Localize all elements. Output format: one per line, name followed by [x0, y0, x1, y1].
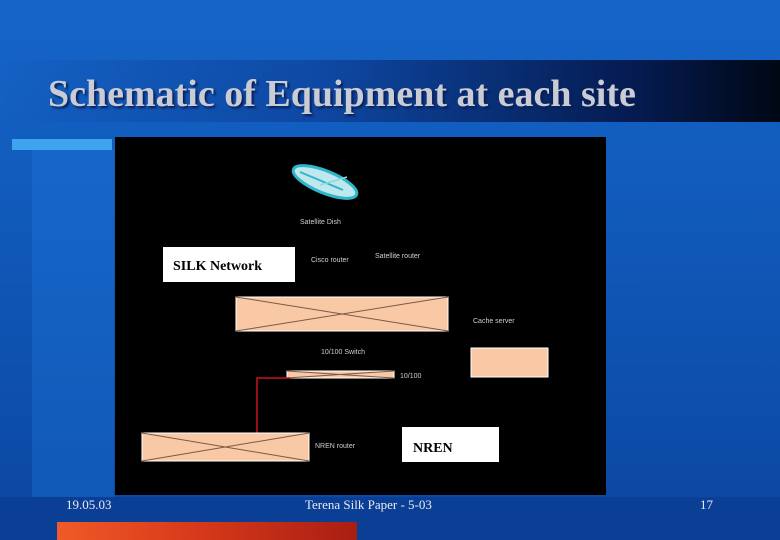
cache-server-box — [470, 347, 549, 378]
switch-label: 10/100 Switch — [321, 349, 365, 356]
schematic-svg: Satellite Dish Cisco router Satellite ro… — [141, 164, 549, 462]
silk-network-label: SILK Network — [163, 247, 295, 282]
nren-router-label: NREN router — [315, 443, 356, 450]
page-number: 17 — [700, 497, 713, 512]
slide-title: Schematic of Equipment at each site — [48, 73, 636, 115]
footer-center-text: Terena Silk Paper - 5-03 — [305, 497, 432, 512]
nren-label: NREN — [402, 427, 499, 462]
network-link — [256, 377, 290, 433]
satellite-router-label: Satellite router — [375, 253, 421, 260]
cisco-router-label: Cisco router — [311, 257, 349, 264]
accent-bar — [12, 139, 112, 150]
cache-server-label: Cache server — [473, 318, 515, 325]
title-band — [0, 60, 780, 122]
nren-router-box — [141, 432, 310, 462]
switch-box — [286, 370, 395, 379]
left-stripe — [32, 150, 114, 520]
footer-date: 19.05.03 — [66, 497, 112, 512]
bottom-accent-bar — [57, 522, 357, 540]
router-box — [235, 296, 449, 332]
equipment-schematic: Satellite Dish Cisco router Satellite ro… — [115, 137, 606, 495]
satellite-dish-icon — [291, 164, 359, 200]
user-link-label: 10/100 — [400, 373, 422, 380]
dish-label: Satellite Dish — [300, 219, 341, 226]
